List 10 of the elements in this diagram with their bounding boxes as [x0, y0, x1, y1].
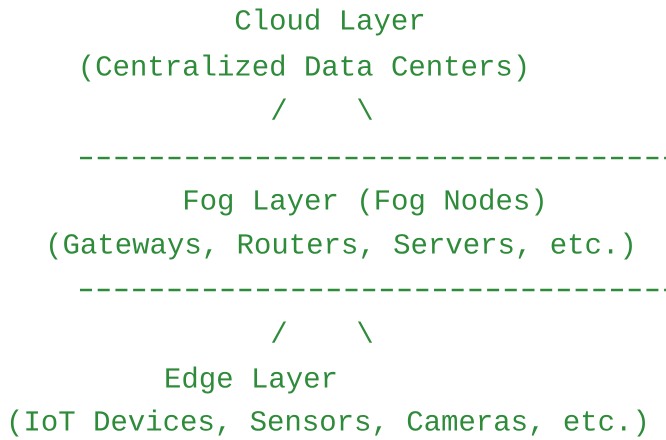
slash-mark: \: [358, 321, 372, 343]
layer-title: Fog Layer (Fog Nodes): [185, 188, 543, 216]
slash-mark: /: [272, 321, 286, 343]
layer-description: (Gateways, Routers, Servers, etc.): [50, 232, 632, 260]
layer-description: (IoT Devices, Sensors, Cameras, etc.): [10, 409, 645, 437]
layer-title: Cloud Layer: [236, 8, 424, 36]
layer-title: Edge Layer: [166, 366, 336, 394]
slash-mark: /: [272, 98, 286, 120]
slash-mark: \: [358, 98, 372, 120]
layer-description: (Centralized Data Centers): [82, 54, 526, 82]
